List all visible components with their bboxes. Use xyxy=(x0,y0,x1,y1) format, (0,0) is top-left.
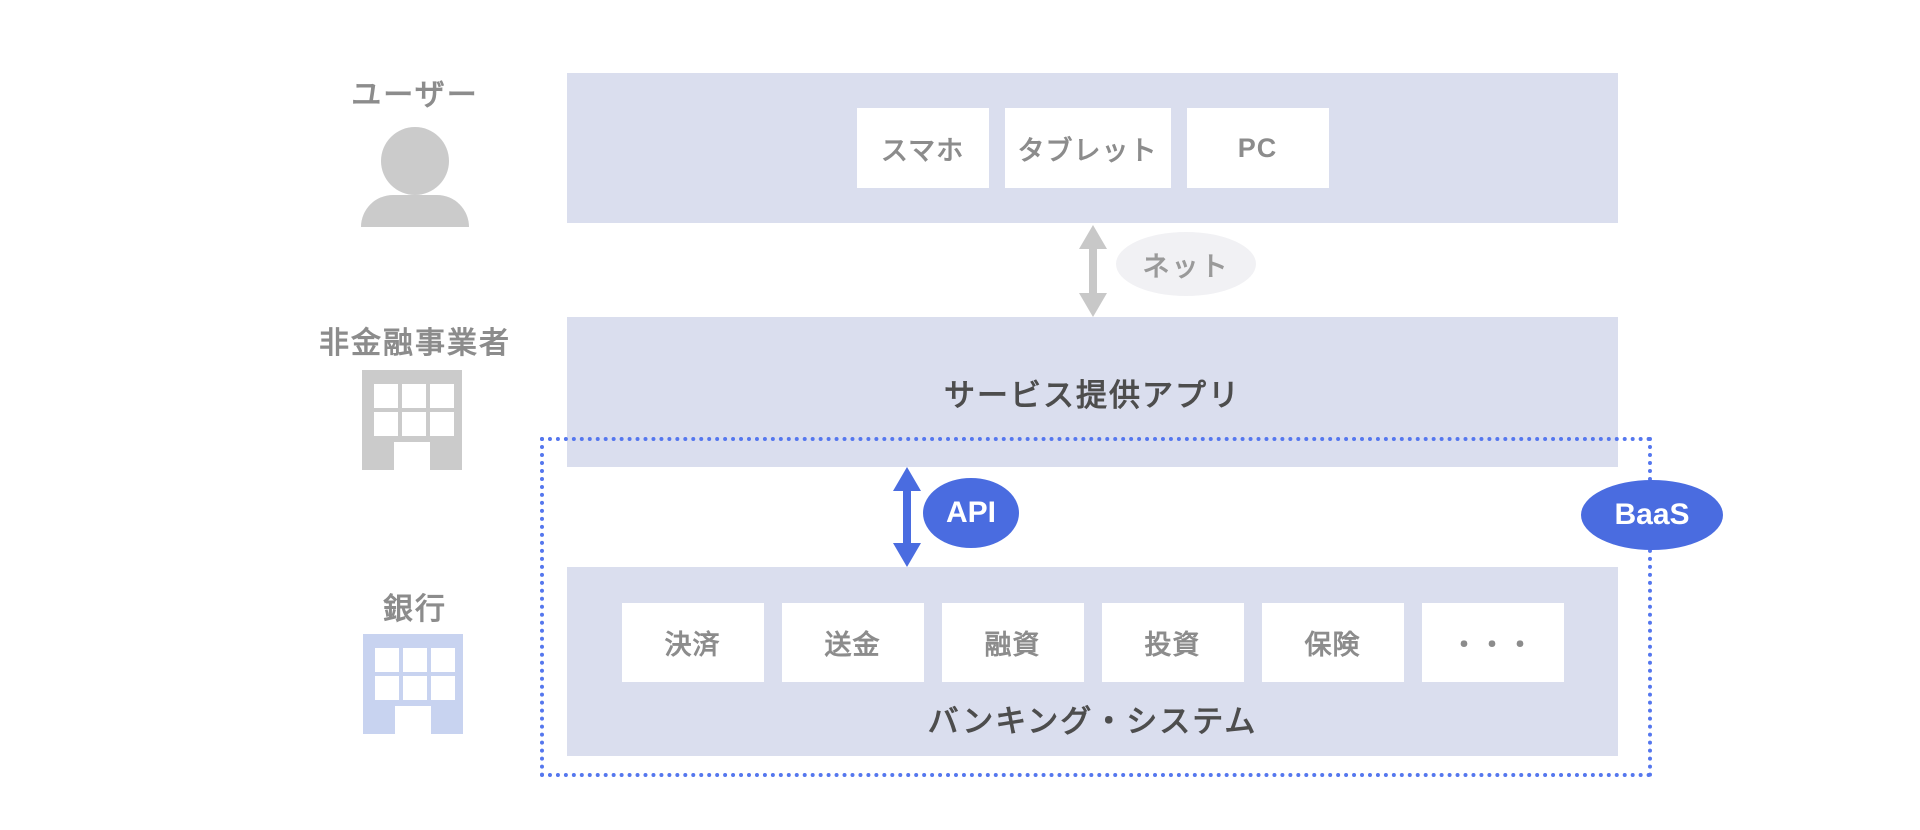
banking-system-title: バンキング・システム xyxy=(927,704,1258,739)
user-actor-label: ユーザー xyxy=(351,79,479,112)
service-app-band: サービス提供アプリ xyxy=(567,317,1618,467)
banking-services-row: 決済 送金 融資 投資 保険 ・・・ xyxy=(567,567,1618,682)
bank-building-icon xyxy=(363,634,463,734)
device-box-pc: PC xyxy=(1186,108,1329,188)
baas-boundary-box xyxy=(540,437,1652,777)
service-box-lending: 融資 xyxy=(941,603,1084,682)
device-band: スマホ タブレット PC xyxy=(567,73,1618,223)
baas-badge: BaaS xyxy=(1581,480,1723,550)
person-icon xyxy=(361,127,469,227)
person-icon-body xyxy=(361,195,469,227)
banking-system-band: 決済 送金 融資 投資 保険 ・・・ バンキング・システム xyxy=(567,567,1618,756)
service-box-insurance: 保険 xyxy=(1261,603,1404,682)
device-box-smartphone: スマホ xyxy=(856,108,989,188)
api-badge: API xyxy=(923,478,1019,548)
service-app-title: サービス提供アプリ xyxy=(944,377,1241,413)
service-box-remittance: 送金 xyxy=(781,603,924,682)
net-badge: ネット xyxy=(1116,232,1256,296)
api-double-arrow-icon xyxy=(893,467,921,567)
device-box-tablet: タブレット xyxy=(1004,108,1171,188)
service-box-payment: 決済 xyxy=(621,603,764,682)
person-icon-head xyxy=(381,127,449,195)
building-icon xyxy=(362,370,462,470)
service-box-investment: 投資 xyxy=(1101,603,1244,682)
net-double-arrow-icon xyxy=(1079,225,1107,317)
non-financial-actor-label: 非金融事業者 xyxy=(319,327,511,360)
bank-actor-label: 銀行 xyxy=(383,593,447,626)
service-box-ellipsis: ・・・ xyxy=(1421,603,1564,682)
